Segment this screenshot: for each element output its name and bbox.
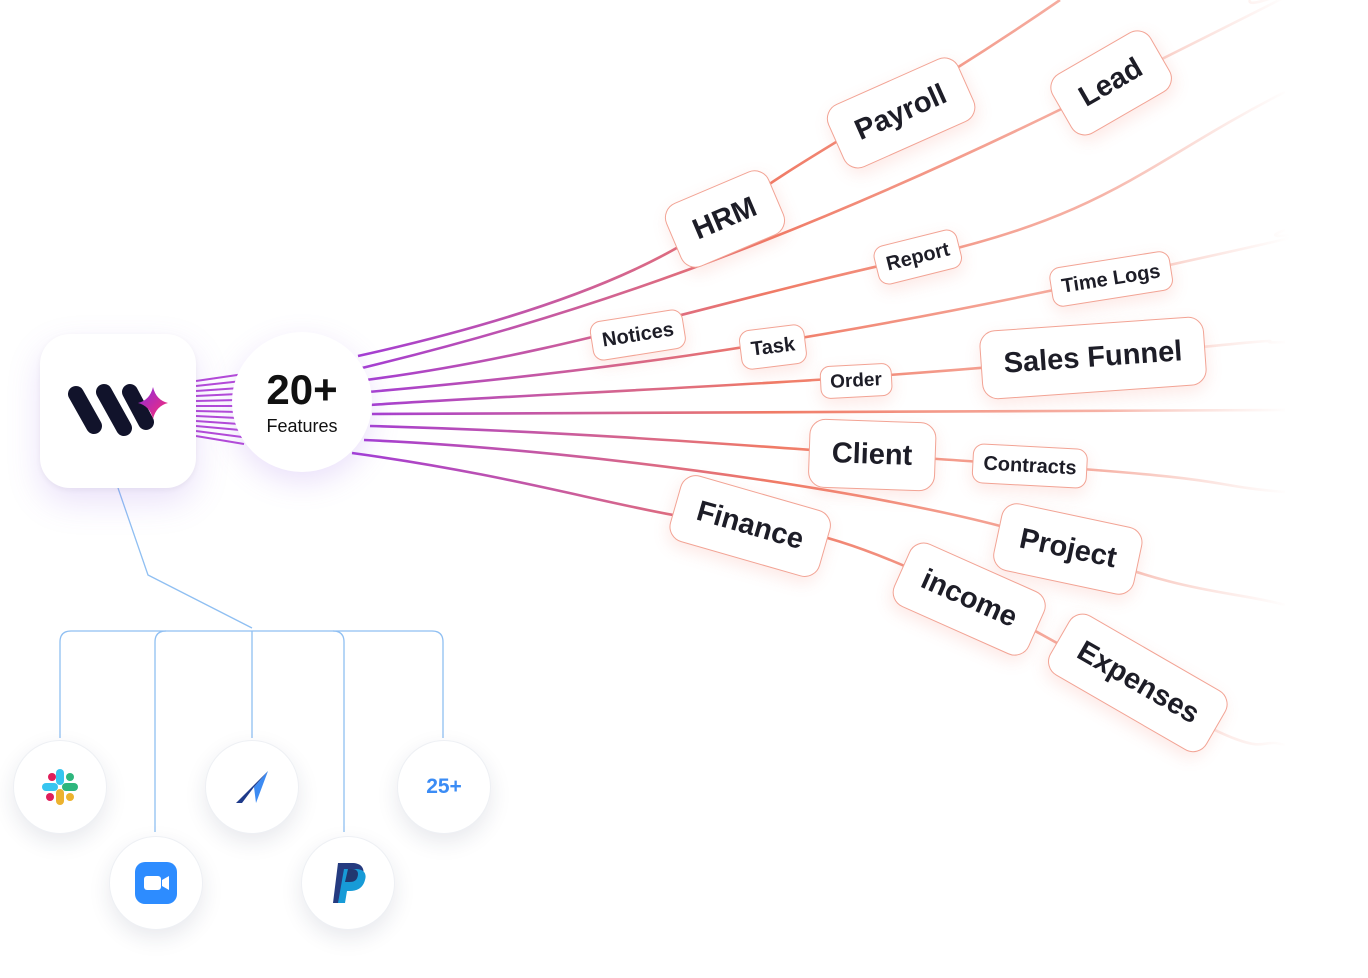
slack-icon [42, 769, 78, 805]
features-label: Features [266, 415, 338, 436]
feature-tag-task[interactable]: Task [737, 323, 809, 371]
zoom-icon [135, 862, 177, 904]
integration-arrow-app[interactable] [205, 740, 299, 834]
features-count: 20+ [266, 365, 338, 413]
bundle-lines [195, 373, 245, 445]
arrow-logo-icon [236, 771, 268, 803]
integration-zoom[interactable] [109, 836, 203, 930]
features-counter: 20+ Features [232, 332, 372, 472]
integration-paypal[interactable] [301, 836, 395, 930]
app-logo-card [40, 334, 196, 488]
feature-tag-order[interactable]: Order [819, 362, 893, 400]
integration-more[interactable]: 25+ [397, 740, 491, 834]
feature-tag-client[interactable]: Client [807, 418, 937, 492]
brand-logo-icon [68, 384, 168, 436]
more-integrations-label: 25+ [426, 775, 462, 798]
integration-slack[interactable] [13, 740, 107, 834]
integration-connectors [59, 487, 444, 832]
feature-tag-contracts[interactable]: Contracts [971, 443, 1089, 489]
paypal-icon [333, 863, 366, 903]
